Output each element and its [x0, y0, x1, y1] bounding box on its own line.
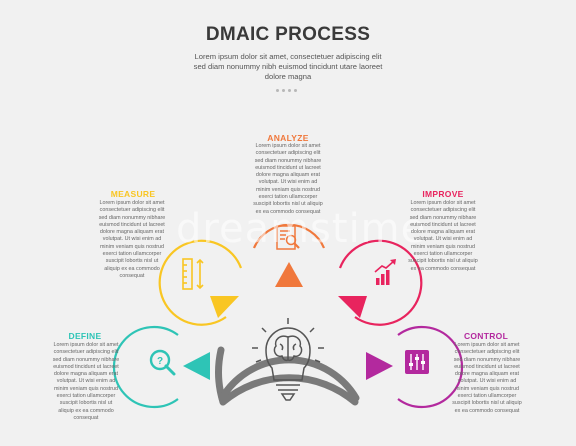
sliders-icon	[405, 350, 429, 374]
magnifier-question-icon	[149, 349, 171, 371]
measure-arrow	[210, 296, 239, 318]
step-body-define: Lorem ipsum dolor sit amet consectetuer …	[52, 342, 120, 421]
analyze-arrow	[275, 262, 303, 287]
control-node	[366, 325, 464, 409]
page-title: DMAIC PROCESS	[205, 24, 371, 45]
analyze-node	[252, 223, 326, 287]
step-body-improve: Lorem ipsum dolor sit amet consectetuer …	[408, 200, 478, 272]
step-title-control: CONTROL	[463, 331, 509, 341]
ruler-icon	[182, 258, 204, 290]
step-title-define: DEFINE	[68, 331, 102, 341]
center-arc	[219, 374, 359, 406]
define-arrow	[183, 352, 210, 380]
step-title-improve: IMPROVE	[422, 189, 464, 199]
decorative-dots	[276, 89, 300, 92]
step-body-control: Lorem ipsum dolor sit amet consectetuer …	[452, 342, 522, 414]
measure-node	[158, 239, 243, 326]
control-arrow	[366, 352, 393, 380]
growth-chart-icon	[374, 259, 396, 285]
improve-arrow	[338, 296, 367, 318]
document-search-icon	[276, 225, 300, 250]
step-body-analyze: Lorem ipsum dolor sit amet consectetuer …	[253, 143, 323, 215]
step-body-measure: Lorem ipsum dolor sit amet consectetuer …	[98, 200, 166, 279]
lightbulb-brain-icon	[252, 318, 324, 401]
improve-node	[338, 239, 423, 326]
step-title-analyze: ANALYZE	[267, 133, 309, 143]
page-subtitle: Lorem ipsum dolor sit amet, consectetuer…	[193, 52, 383, 81]
svg-text:?: ?	[157, 356, 163, 367]
step-title-measure: MEASURE	[110, 189, 156, 199]
define-node: ?	[112, 325, 210, 409]
